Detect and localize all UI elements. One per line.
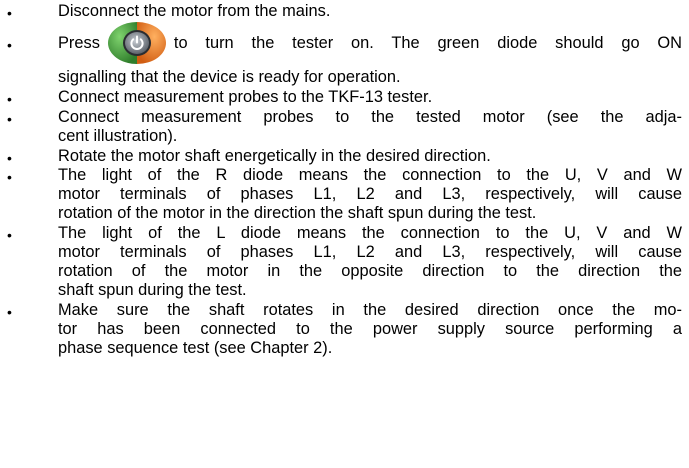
bullet: • — [7, 150, 12, 166]
list-item-continuation: tor has been connected to the power supp… — [58, 320, 682, 338]
bullet: • — [7, 5, 12, 21]
list-item: Connect measurement probes to the TKF-13… — [58, 88, 433, 106]
bullet: • — [7, 304, 12, 320]
list-item-continuation: rotation of the motor in the opposite di… — [58, 262, 682, 280]
list-item-continuation: shaft spun during the test. — [58, 281, 247, 299]
list-item: Connect measurement probes to the tested… — [58, 108, 682, 126]
bullet: • — [7, 37, 12, 53]
list-item: Disconnect the motor from the mains. — [58, 2, 331, 20]
list-item: Make sure the shaft rotates in the desir… — [58, 301, 682, 319]
list-item-continuation: motor terminals of phases L1, L2 and L3,… — [58, 243, 682, 261]
press-instruction-text: to turn the tester on. The green diode s… — [173, 33, 682, 52]
list-item-continuation: cent illustration). — [58, 127, 178, 145]
bullet: • — [7, 227, 12, 243]
press-label: Press — [58, 33, 100, 52]
bullet: • — [7, 91, 12, 107]
bullet: • — [7, 111, 12, 127]
list-item-continuation: motor terminals of phases L1, L2 and L3,… — [58, 185, 682, 203]
list-item: The light of the R diode means the conne… — [58, 166, 682, 184]
list-item: Press — [58, 18, 682, 68]
list-item-continuation: signalling that the device is ready for … — [58, 68, 401, 86]
list-item: Rotate the motor shaft energetically in … — [58, 147, 491, 165]
list-item-continuation: rotation of the motor in the direction t… — [58, 204, 537, 222]
list-item-continuation: phase sequence test (see Chapter 2). — [58, 339, 333, 357]
list-item: The light of the L diode means the conne… — [58, 224, 682, 242]
bullet: • — [7, 169, 12, 185]
power-button-icon — [106, 20, 168, 66]
